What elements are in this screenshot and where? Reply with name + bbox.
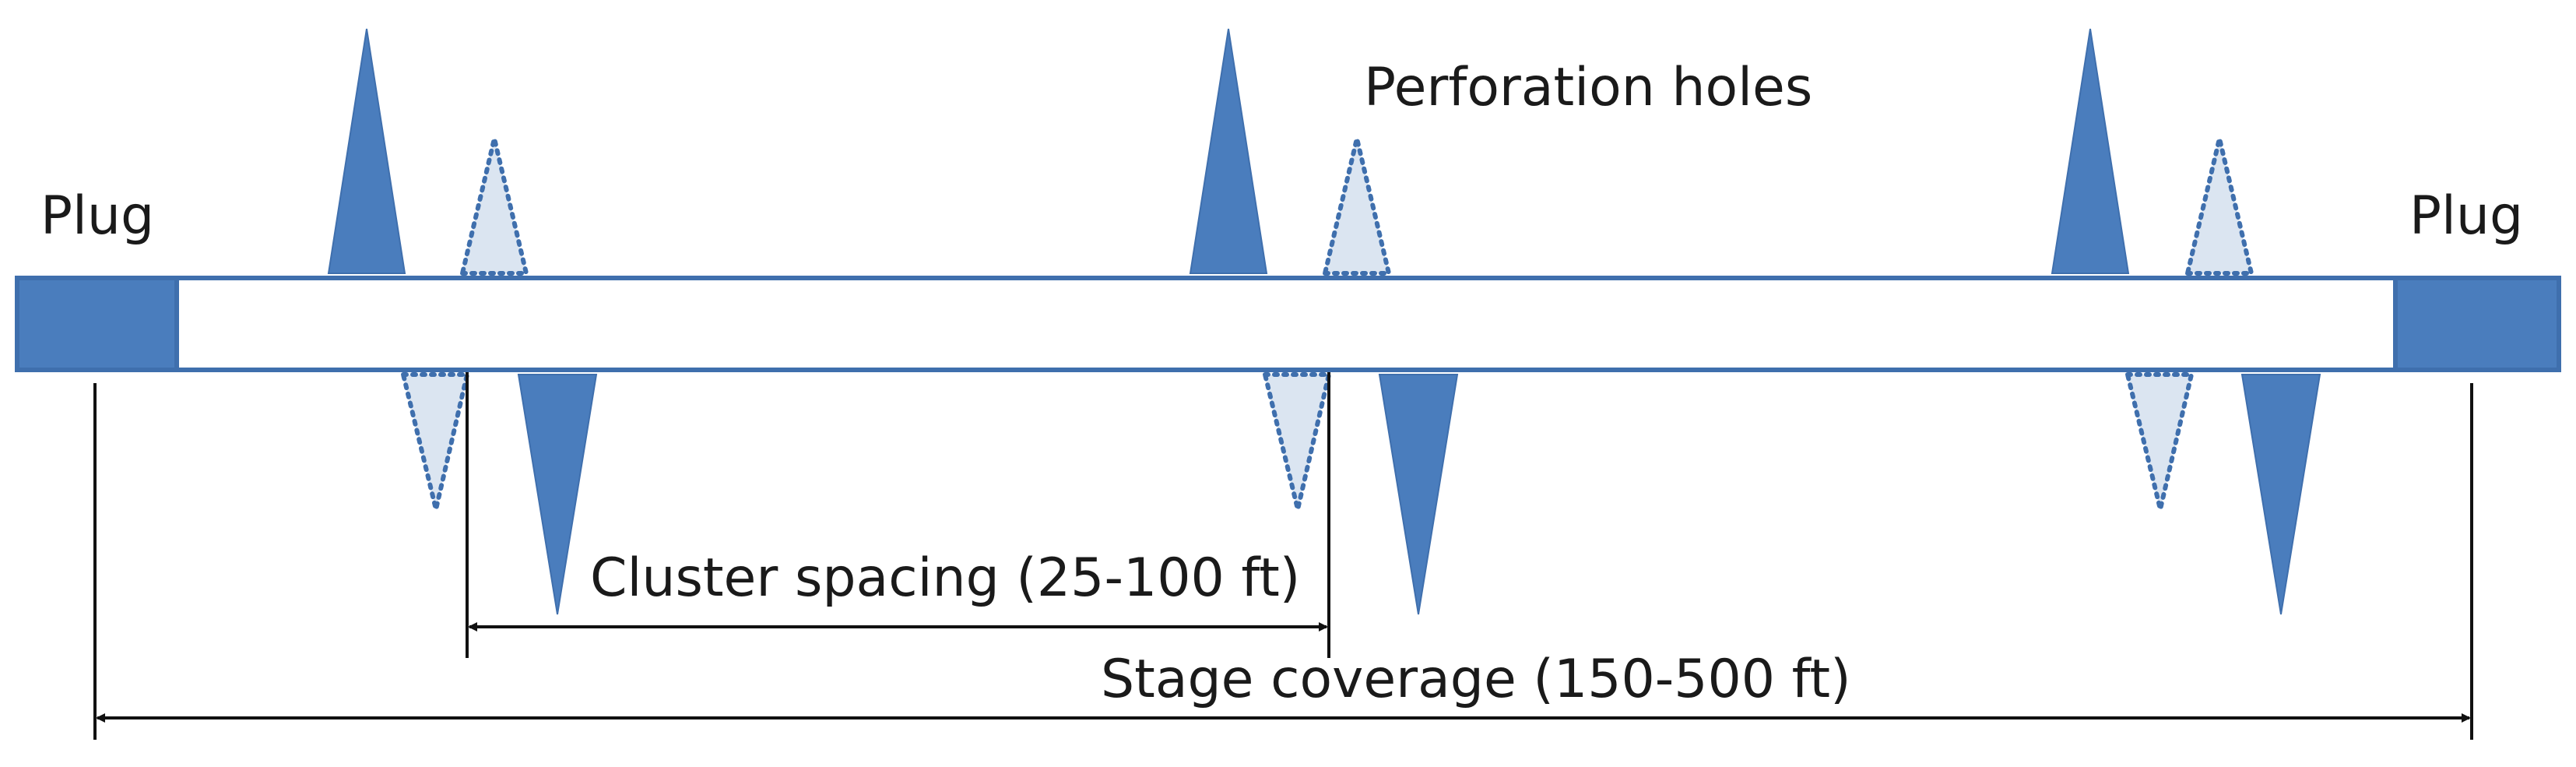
perforation-solid-down-2	[1378, 374, 1459, 615]
stage-coverage-label: Stage coverage (150-500 ft)	[1101, 649, 1851, 710]
perforation-solid-up-2	[1189, 28, 1268, 274]
perforation-dotted-up-1	[459, 138, 529, 276]
perforation-dotted-down-2	[1262, 372, 1332, 510]
perforation-solid-up-1	[327, 28, 406, 274]
plug-left	[15, 276, 179, 372]
wellbore-pipe	[15, 276, 2561, 372]
perforation-dotted-up-3	[2184, 138, 2254, 276]
perforation-dotted-down-3	[2124, 372, 2195, 510]
perforation-holes-label: Perforation holes	[1364, 57, 1812, 118]
perforation-dotted-down-1	[400, 372, 470, 510]
plug-right-label: Plug	[2409, 185, 2523, 247]
plug-right	[2393, 276, 2561, 372]
perforation-solid-down-1	[517, 374, 598, 615]
perforation-solid-up-3	[2051, 28, 2130, 274]
cluster-spacing-label: Cluster spacing (25-100 ft)	[590, 547, 1300, 609]
plug-left-label: Plug	[40, 185, 154, 247]
perforation-dotted-up-2	[1322, 138, 1392, 276]
perforation-solid-down-3	[2240, 374, 2321, 615]
